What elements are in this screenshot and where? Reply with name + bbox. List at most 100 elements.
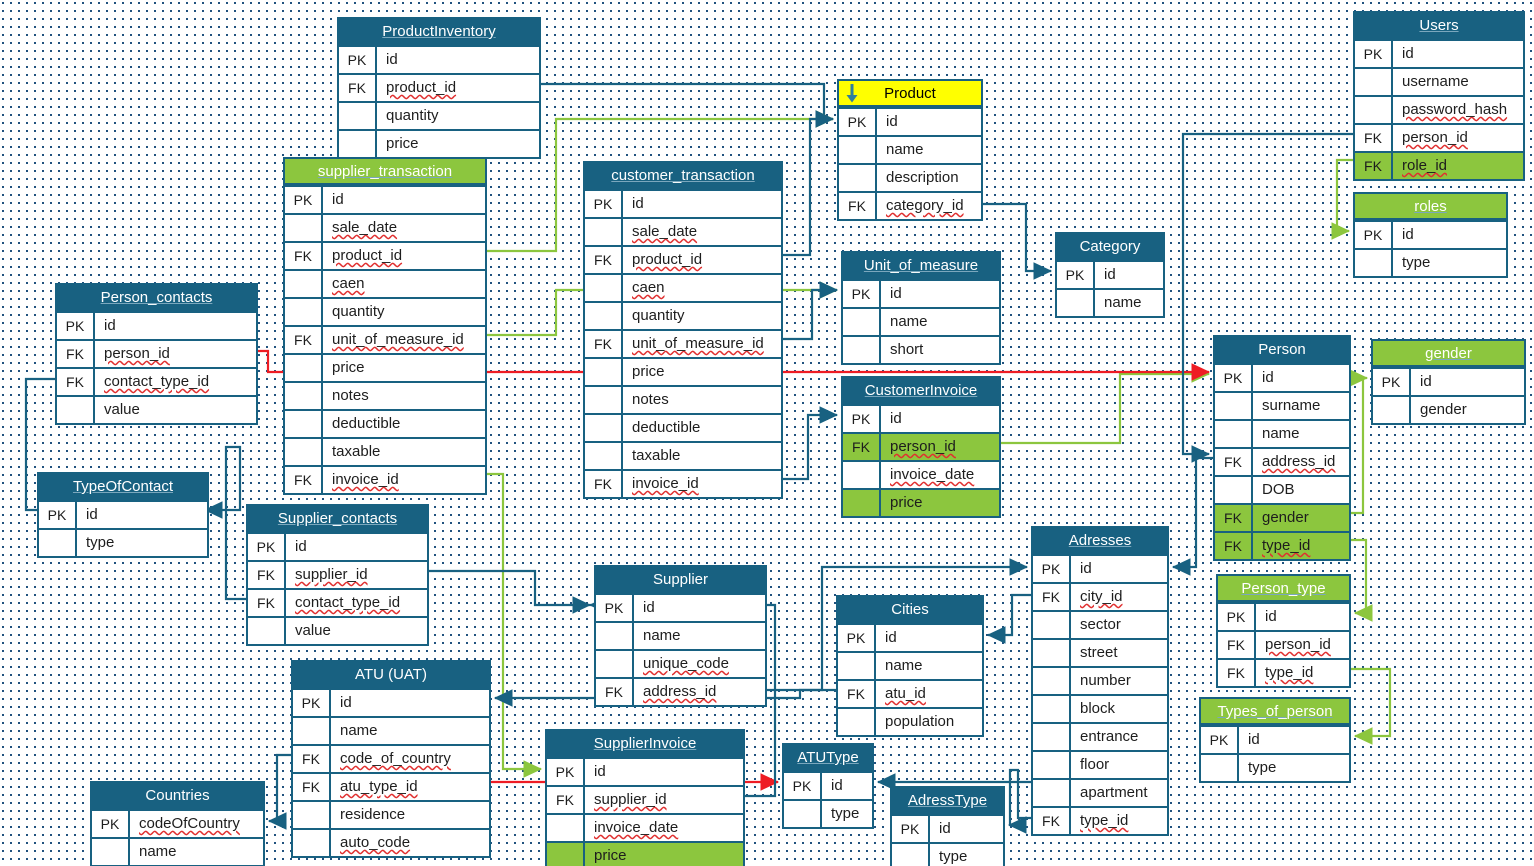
entity-header-users[interactable]: Users [1355, 13, 1523, 39]
attribute-row[interactable]: quantity [285, 297, 485, 325]
attribute-row[interactable]: taxable [585, 441, 781, 469]
attribute-row[interactable]: street [1033, 638, 1167, 666]
attribute-row[interactable]: invoice_date [843, 460, 999, 488]
entity-header-gender[interactable]: gender [1373, 341, 1524, 367]
attribute-row[interactable]: value [57, 395, 256, 423]
entity-header-person_type[interactable]: Person_type [1218, 576, 1349, 602]
attribute-row[interactable]: price [843, 488, 999, 516]
attribute-row[interactable]: value [248, 616, 427, 644]
attribute-row[interactable]: entrance [1033, 722, 1167, 750]
attribute-row[interactable]: short [843, 335, 999, 363]
attribute-row[interactable]: name [1057, 288, 1163, 316]
attribute-row[interactable]: population [838, 707, 982, 735]
attribute-row[interactable]: type [39, 528, 207, 556]
attribute-row[interactable]: name [838, 651, 982, 679]
attribute-row[interactable]: number [1033, 666, 1167, 694]
entity-header-cities[interactable]: Cities [838, 597, 982, 623]
attribute-row[interactable]: caen [285, 269, 485, 297]
entity-header-supplier_transaction[interactable]: supplier_transaction [285, 159, 485, 185]
entity-header-person_contacts[interactable]: Person_contacts [57, 285, 256, 311]
attribute-row[interactable]: password_hash [1355, 95, 1523, 123]
attribute-row[interactable]: deductible [285, 409, 485, 437]
attribute-row[interactable]: caen [585, 273, 781, 301]
entity-header-countries[interactable]: Countries [92, 783, 263, 809]
attribute-row[interactable]: name [92, 837, 263, 865]
attribute-row[interactable]: gender [1373, 395, 1524, 423]
attribute-row[interactable]: notes [585, 385, 781, 413]
attribute-row[interactable]: name [596, 621, 765, 649]
attribute-row[interactable]: name [843, 307, 999, 335]
attribute-row[interactable]: name [1215, 419, 1349, 447]
attribute-row[interactable]: deductible [585, 413, 781, 441]
attribute-row[interactable]: type [1355, 248, 1506, 276]
attribute-row[interactable]: type [784, 799, 872, 827]
entity-header-unit_of_measure[interactable]: Unit_of_measure [843, 253, 999, 279]
attribute-row[interactable]: auto_code [293, 828, 489, 856]
entity-header-roles[interactable]: roles [1355, 194, 1506, 220]
entity-header-product_inventory[interactable]: ProductInventory [339, 19, 539, 45]
entity-header-person[interactable]: Person [1215, 337, 1349, 363]
attribute-row[interactable]: floor [1033, 750, 1167, 778]
attribute-row[interactable]: apartment [1033, 778, 1167, 806]
attribute-row[interactable]: quantity [339, 101, 539, 129]
entity-header-customer_invoice[interactable]: CustomerInvoice [843, 378, 999, 404]
attribute-row[interactable]: price [339, 129, 539, 157]
attribute-row[interactable]: username [1355, 67, 1523, 95]
entity-header-adresses[interactable]: Adresses [1033, 528, 1167, 554]
attribute-row[interactable]: description [839, 163, 981, 191]
attribute-row[interactable]: notes [285, 381, 485, 409]
attribute-row[interactable]: sale_date [285, 213, 485, 241]
attribute-row[interactable]: quantity [585, 301, 781, 329]
